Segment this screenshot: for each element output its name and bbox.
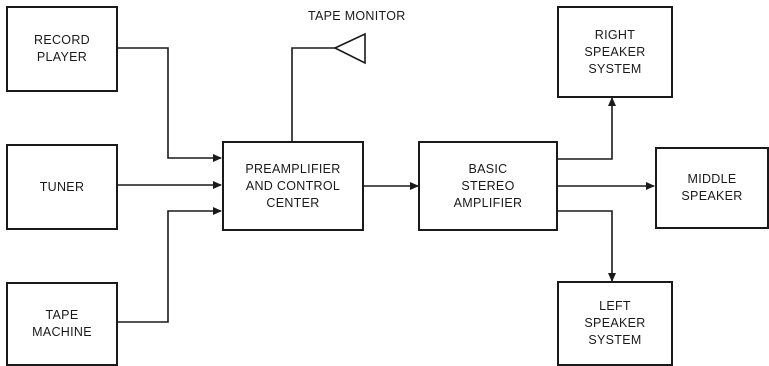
middle-speaker-label: MIDDLE SPEAKER xyxy=(681,172,743,203)
tape-monitor-connector xyxy=(291,47,335,141)
middle-speaker-block: MIDDLE SPEAKER xyxy=(655,147,769,229)
left-speaker-connector xyxy=(558,210,616,282)
left-speaker-block: LEFT SPEAKER SYSTEM xyxy=(557,281,673,366)
preamplifier-label: PREAMPLIFIER AND CONTROL CENTER xyxy=(245,161,341,210)
tape-monitor-triangle-icon xyxy=(333,32,366,65)
right-speaker-block: RIGHT SPEAKER SYSTEM xyxy=(557,6,673,98)
record-player-label: RECORD PLAYER xyxy=(34,33,90,64)
left-speaker-label: LEFT SPEAKER SYSTEM xyxy=(584,299,646,347)
tuner-label: TUNER xyxy=(39,179,85,194)
record-player-block: RECORD PLAYER xyxy=(6,6,118,92)
tape-machine-label: TAPE MACHINE xyxy=(32,308,92,339)
record-player-connector xyxy=(118,47,222,162)
right-speaker-label: RIGHT SPEAKER SYSTEM xyxy=(584,27,646,76)
tuner-block: TUNER xyxy=(6,144,118,230)
preamplifier-block: PREAMPLIFIER AND CONTROL CENTER xyxy=(222,141,364,231)
basic-amplifier-block: BASIC STEREO AMPLIFIER xyxy=(418,141,558,231)
basic-amplifier-label: BASIC STEREO AMPLIFIER xyxy=(453,161,523,210)
right-speaker-connector xyxy=(558,97,616,160)
tape-machine-connector xyxy=(118,207,222,323)
tape-monitor-label: TAPE MONITOR xyxy=(308,9,406,23)
tape-machine-block: TAPE MACHINE xyxy=(6,282,118,366)
